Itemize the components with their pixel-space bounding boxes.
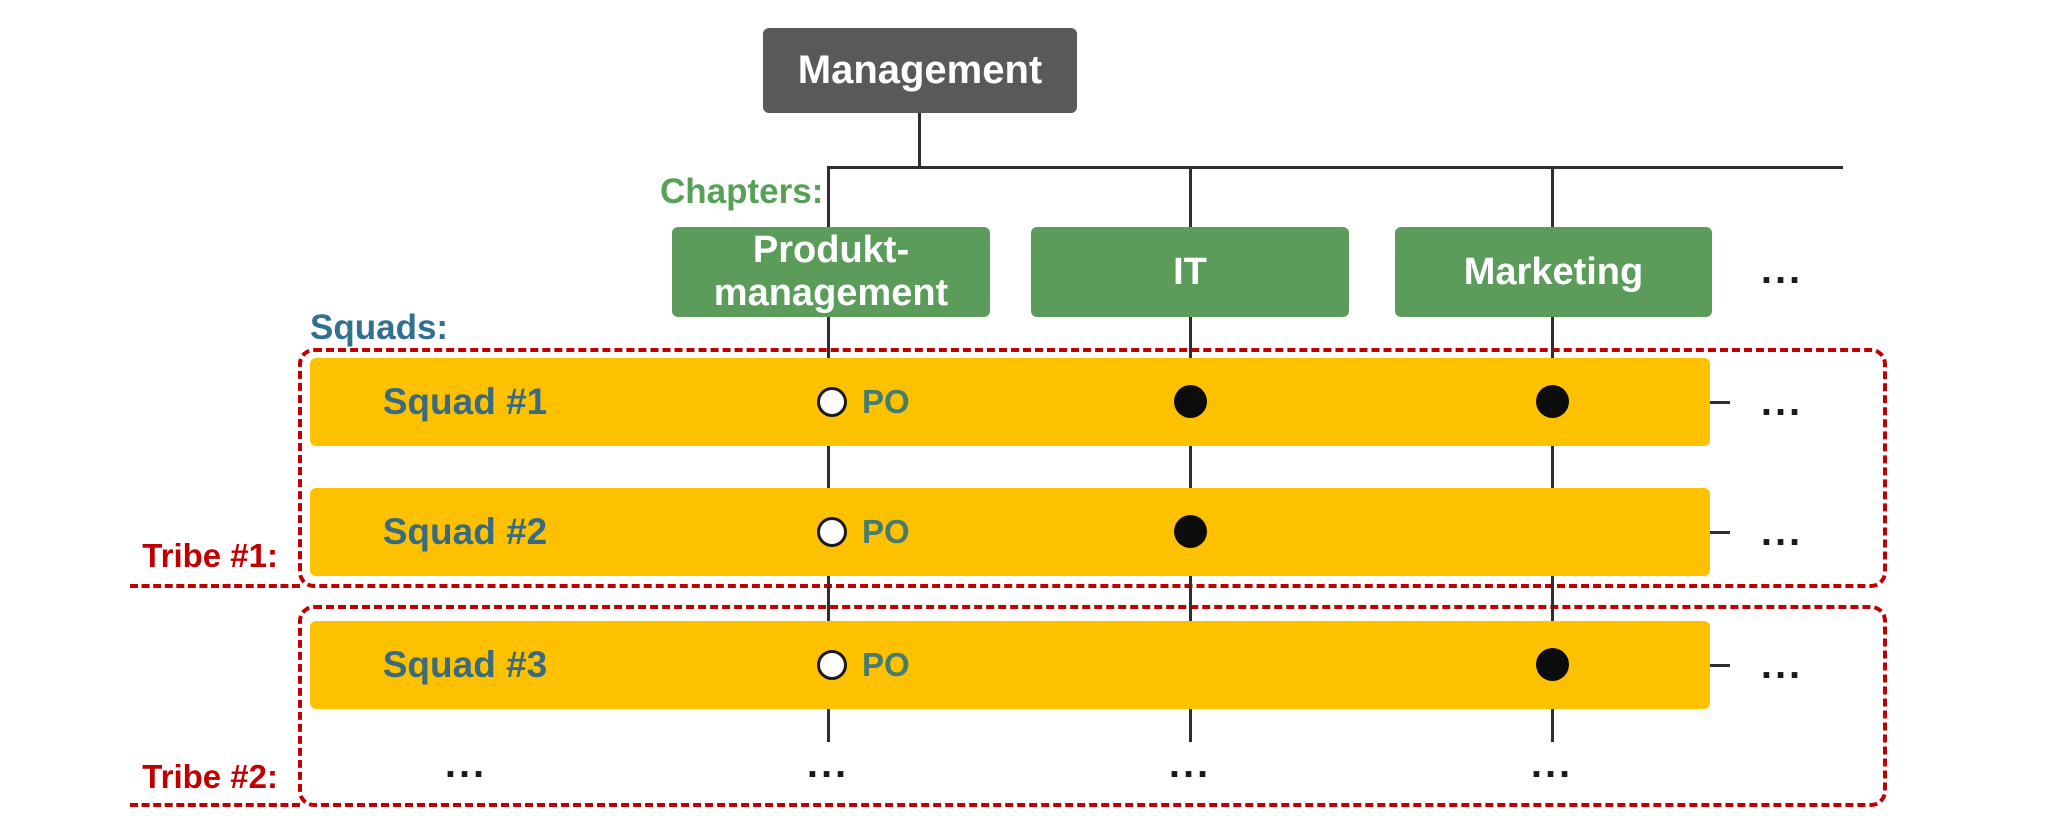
squads-title: Squads: (310, 308, 449, 347)
management-drop-line (918, 113, 921, 168)
column-line (827, 317, 830, 358)
chapters-title: Chapters: (660, 172, 824, 211)
management-label: Management (797, 48, 1043, 92)
member-dot-marketing (1536, 648, 1569, 681)
chapter-box-produktmanagement: Produkt-management (672, 227, 990, 317)
chapter-label: Produkt-management (713, 229, 949, 314)
squad-1-right-stub (1710, 401, 1730, 404)
column-line (1189, 166, 1192, 227)
column-line (1551, 709, 1554, 742)
chapter-box-marketing: Marketing (1395, 227, 1712, 317)
tribe-2-bottom-extension (130, 803, 300, 807)
tribe-2-label: Tribe #2: (142, 758, 278, 795)
po-circle (817, 387, 847, 417)
column-line (1189, 576, 1192, 621)
bottom-ellipsis-col2: ... (1168, 741, 1212, 786)
column-line (827, 166, 830, 227)
column-line (827, 709, 830, 742)
po-label: PO (862, 383, 910, 420)
member-dot-marketing (1536, 385, 1569, 418)
column-line (827, 446, 830, 488)
bottom-ellipsis-squadcol: ... (444, 741, 488, 786)
column-line (1189, 709, 1192, 742)
column-line (827, 576, 830, 621)
chapter-label: IT (1173, 250, 1207, 293)
squad-1-ellipsis: ... (1760, 379, 1804, 424)
tribe-1-bottom-extension (130, 584, 300, 588)
po-circle (817, 517, 847, 547)
chapter-box-it: IT (1031, 227, 1349, 317)
squad-3-label: Squad #3 (382, 644, 548, 685)
chapters-ellipsis: ... (1760, 247, 1804, 292)
chapters-connector-line (828, 166, 1843, 169)
squad-2-label: Squad #2 (382, 511, 548, 552)
column-line (1551, 576, 1554, 621)
chapter-label: Marketing (1463, 250, 1644, 293)
bottom-ellipsis-col3: ... (1530, 741, 1574, 786)
squad-1-bar: Squad #1 PO (310, 358, 1710, 446)
member-dot-it (1174, 385, 1207, 418)
tribe-1-label: Tribe #1: (142, 537, 278, 574)
squad-1-label: Squad #1 (382, 381, 548, 422)
column-line (1551, 446, 1554, 488)
squad-3-right-stub (1710, 664, 1730, 667)
squad-3-bar: Squad #3 PO (310, 621, 1710, 709)
column-line (1551, 166, 1554, 227)
squad-3-ellipsis: ... (1760, 642, 1804, 687)
po-circle (817, 650, 847, 680)
member-dot-it (1174, 515, 1207, 548)
column-line (1189, 317, 1192, 358)
squad-2-bar: Squad #2 PO (310, 488, 1710, 576)
po-label: PO (862, 513, 910, 550)
management-box: Management (763, 28, 1077, 113)
po-label: PO (862, 646, 910, 683)
bottom-ellipsis-col1: ... (806, 741, 850, 786)
squad-2-right-stub (1710, 531, 1730, 534)
column-line (1551, 317, 1554, 358)
squad-2-ellipsis: ... (1760, 509, 1804, 554)
tribe-2-frame (298, 605, 1887, 807)
tribe-1-frame (298, 348, 1887, 588)
column-line (1189, 446, 1192, 488)
